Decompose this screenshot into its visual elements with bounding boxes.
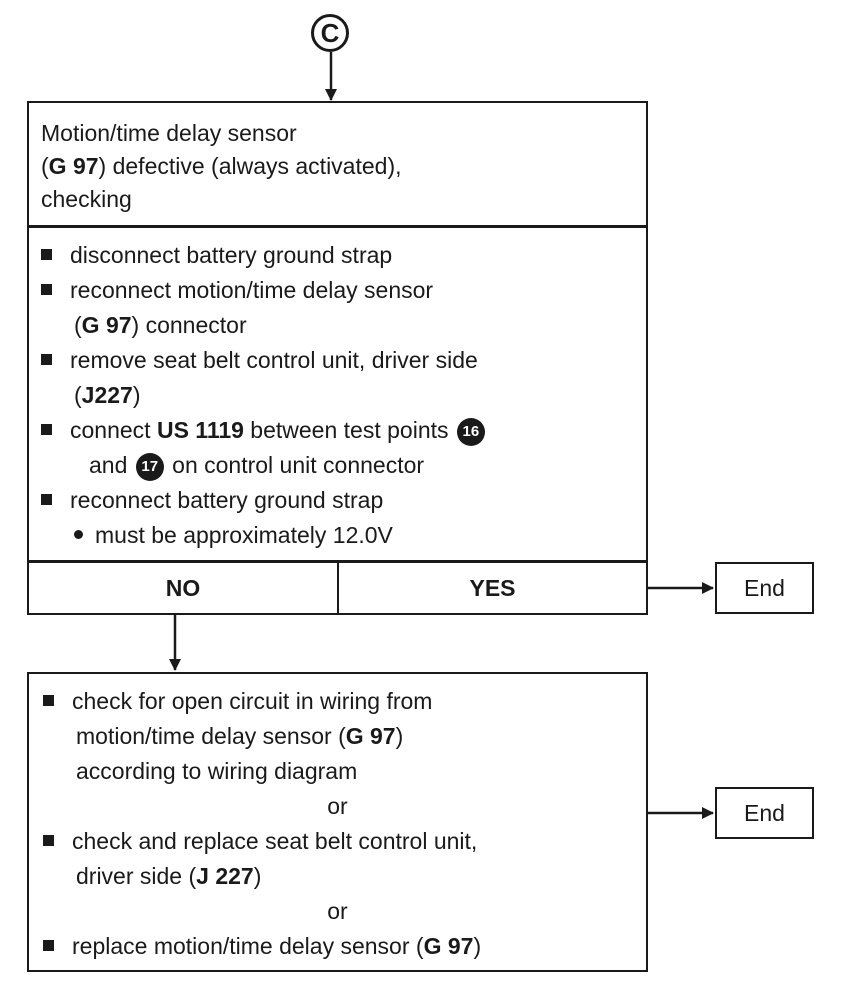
test-point-16-icon: 16: [456, 418, 485, 446]
decision-yes: YES: [469, 574, 516, 601]
result-2: check and replace seat belt control unit…: [43, 824, 632, 859]
step-1: disconnect battery ground strap: [41, 238, 634, 273]
square-bullet-icon: [41, 424, 52, 435]
or-separator-2: or: [327, 898, 348, 924]
result-2-cont: driver side (J 227): [76, 863, 262, 889]
step-5: reconnect battery ground strap: [41, 483, 634, 518]
result-box: check for open circuit in wiring from mo…: [27, 672, 648, 972]
connector-label: C: [320, 17, 340, 48]
or-separator-1: or: [327, 793, 348, 819]
step-2-cont: (G 97) connector: [74, 312, 247, 338]
check-title-box: Motion/time delay sensor (G 97) defectiv…: [27, 101, 648, 227]
step-3-cont: (J227): [74, 382, 141, 408]
step-4-cont: and 17 on control unit connector: [41, 448, 634, 483]
check-title-line3: checking: [41, 186, 132, 212]
square-bullet-icon: [43, 940, 54, 951]
result-1-cont: motion/time delay sensor (G 97): [76, 723, 404, 749]
step-4: connect US 1119 between test points 16: [41, 413, 634, 448]
decision-no: NO: [29, 563, 339, 613]
end-box-yes: End: [715, 562, 814, 614]
decision-row: NO YES: [27, 561, 648, 615]
connector-c: C: [311, 14, 349, 52]
component-code: G 97: [48, 153, 99, 179]
step-3: remove seat belt control unit, driver si…: [41, 343, 634, 378]
square-bullet-icon: [41, 494, 52, 505]
dot-bullet-icon: [74, 530, 83, 539]
check-title-line2: (G 97) defective (always activated),: [41, 153, 402, 179]
step-2: reconnect motion/time delay sensor: [41, 273, 634, 308]
result-3: replace motion/time delay sensor (G 97): [43, 929, 632, 964]
result-1: check for open circuit in wiring from: [43, 684, 632, 719]
check-steps-box: disconnect battery ground strap reconnec…: [27, 226, 648, 562]
square-bullet-icon: [41, 354, 52, 365]
step-5-sub: must be approximately 12.0V: [41, 518, 634, 553]
square-bullet-icon: [41, 284, 52, 295]
test-point-17-icon: 17: [135, 453, 164, 481]
result-1-cont2: according to wiring diagram: [76, 758, 358, 784]
square-bullet-icon: [43, 695, 54, 706]
check-title-line1: Motion/time delay sensor: [41, 120, 297, 146]
square-bullet-icon: [41, 249, 52, 260]
square-bullet-icon: [43, 835, 54, 846]
end-box-result: End: [715, 787, 814, 839]
